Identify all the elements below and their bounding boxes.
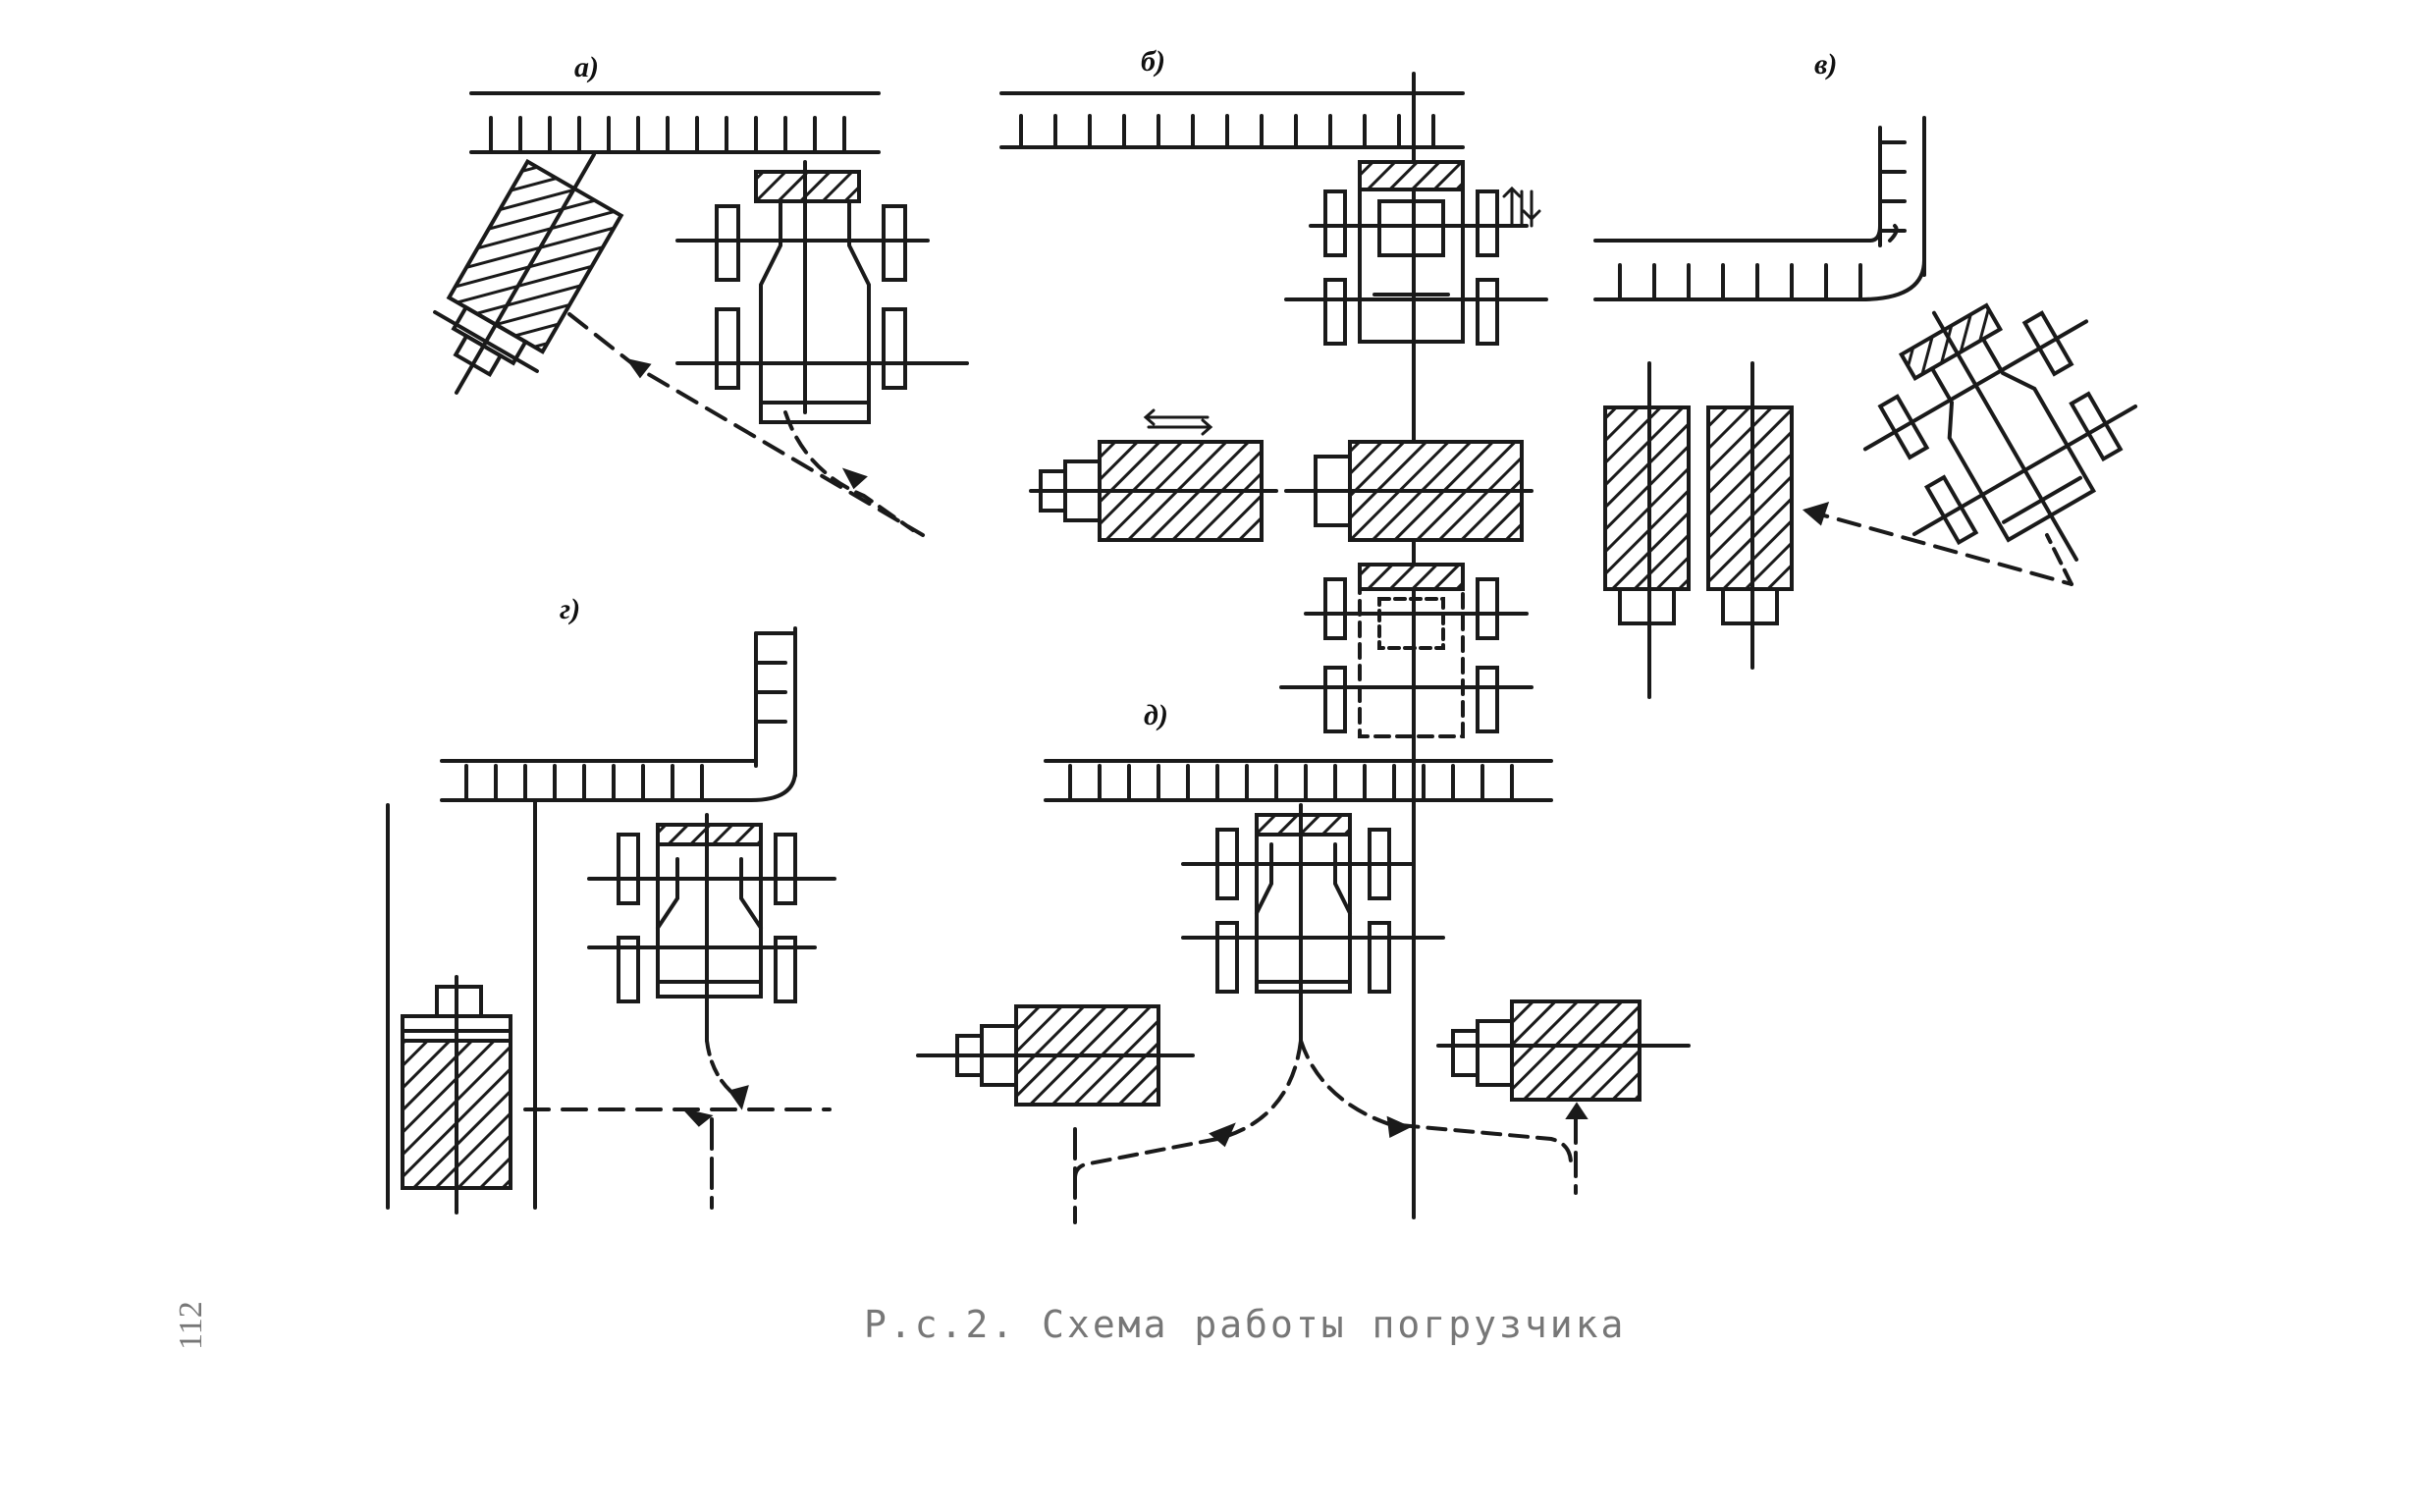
panel-d [916, 759, 1691, 1224]
loader-truck-b-top [1284, 160, 1548, 346]
rack-strip-b [999, 91, 1465, 149]
loader-truck-v [1862, 302, 2138, 562]
page-number: 112 [173, 1301, 209, 1350]
panel-label-a: а) [574, 51, 599, 83]
loader-truck-a [675, 160, 969, 424]
path-arrow-d-right [1299, 1039, 1573, 1165]
pallet-load-d-left [916, 1004, 1195, 1107]
pallet-load-g [401, 975, 512, 1215]
rack-strip-d [1044, 759, 1553, 802]
panel-label-g: г) [560, 593, 580, 625]
panel-label-v: в) [1814, 48, 1837, 81]
loader-truck-b-bottom [1279, 563, 1534, 738]
panel-label-b: б) [1141, 45, 1165, 78]
panel-g [386, 626, 836, 1215]
figure-caption: Р.с.2. Схема работы погрузчика [864, 1303, 1626, 1346]
pallet-load-a [433, 152, 624, 395]
rack-strip-a [469, 91, 881, 154]
rack-corner-g [440, 626, 797, 802]
loader-truck-g [587, 813, 836, 1043]
panel-b [999, 72, 1548, 1219]
pallet-load-d-right [1436, 999, 1691, 1102]
loader-truck-d [1181, 803, 1445, 1043]
panel-v [1593, 116, 2138, 699]
rack-corner-v [1593, 116, 1926, 301]
pallet-load-v-right [1706, 361, 1794, 670]
pallet-load-b-right [1284, 440, 1534, 542]
panel-a [433, 91, 969, 537]
panel-label-d: д) [1144, 699, 1168, 731]
path-arrow-v [1804, 509, 2073, 586]
pallet-load-b-left [1029, 408, 1278, 542]
pallet-load-v-left [1603, 361, 1691, 699]
